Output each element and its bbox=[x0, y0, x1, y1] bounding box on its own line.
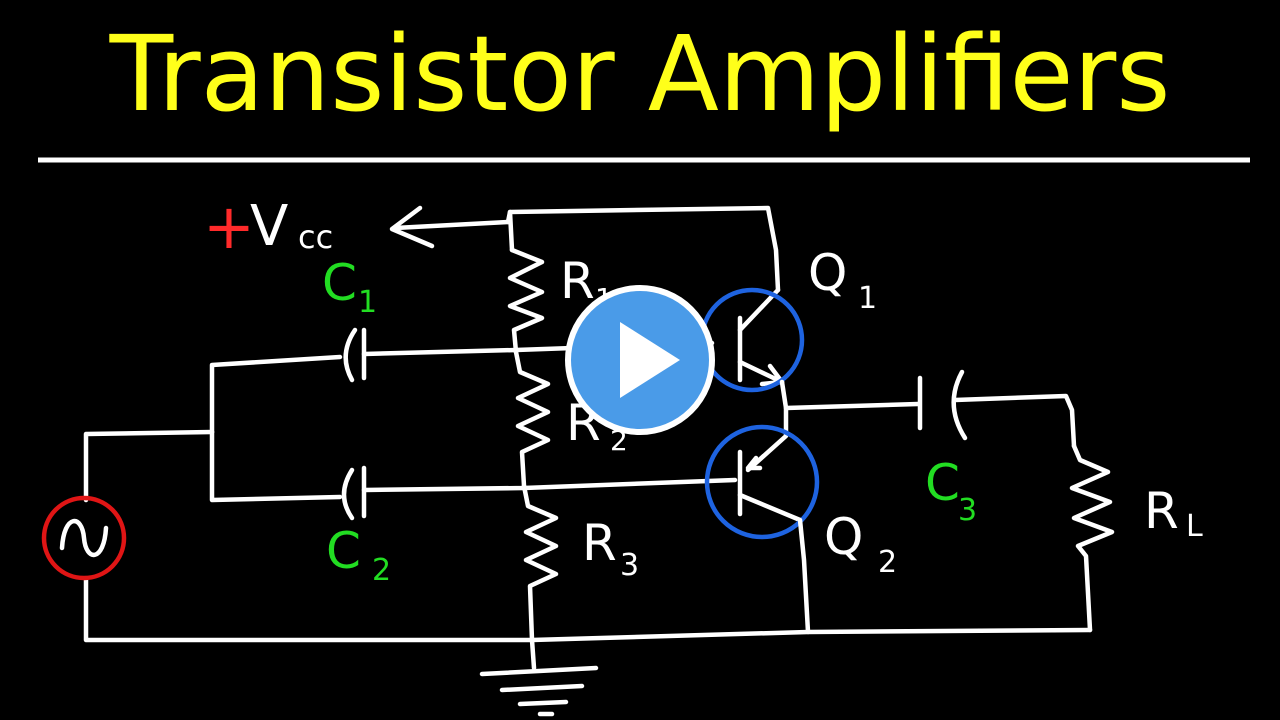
label-c2: C bbox=[326, 522, 361, 580]
vcc-label: + V cc bbox=[203, 190, 333, 263]
label-rl-sub: L bbox=[1186, 509, 1203, 544]
ac-source-icon bbox=[41, 495, 127, 581]
capacitor-c3 bbox=[917, 369, 1077, 449]
c2-input-wire bbox=[209, 429, 343, 503]
label-c2-sub: 2 bbox=[372, 553, 391, 588]
capacitor-c2 bbox=[341, 465, 738, 521]
transistor-q1 bbox=[699, 287, 805, 393]
resistor-r2 bbox=[513, 349, 551, 489]
label-rl: R bbox=[1144, 482, 1179, 540]
source-top-wire bbox=[83, 429, 215, 503]
label-c3: C bbox=[925, 454, 960, 512]
label-r1: R bbox=[560, 252, 595, 310]
emitter-junction-wire bbox=[745, 379, 789, 473]
ground-icon bbox=[479, 637, 599, 717]
resistor-rl bbox=[1069, 443, 1115, 633]
vcc-v: V bbox=[250, 194, 288, 259]
label-q1: Q bbox=[808, 244, 847, 302]
c3-input-wire bbox=[783, 401, 921, 411]
divider-wire-top bbox=[507, 209, 515, 253]
label-c1: C bbox=[322, 254, 357, 312]
resistor-r3 bbox=[521, 483, 559, 643]
play-button[interactable] bbox=[565, 285, 715, 435]
resistor-r1 bbox=[507, 247, 545, 355]
play-icon bbox=[620, 322, 680, 398]
page-title: Transistor Amplifiers bbox=[109, 13, 1171, 135]
label-c3-sub: 3 bbox=[958, 493, 977, 528]
vcc-plus: + bbox=[203, 190, 255, 263]
vcc-rail bbox=[505, 205, 781, 293]
transistor-q2 bbox=[704, 424, 820, 540]
q2-collector-wire bbox=[797, 517, 811, 635]
label-r3-sub: 3 bbox=[620, 548, 639, 583]
label-r3: R bbox=[582, 514, 617, 572]
vcc-subscript: cc bbox=[298, 218, 333, 256]
label-q2: Q bbox=[824, 508, 863, 566]
c1-input-wire bbox=[209, 354, 343, 435]
label-q1-sub: 1 bbox=[858, 281, 877, 316]
label-c1-sub: 1 bbox=[358, 285, 377, 320]
vcc-arrow-icon bbox=[389, 205, 511, 249]
ground-rail bbox=[83, 577, 1093, 643]
label-q2-sub: 2 bbox=[878, 545, 897, 580]
